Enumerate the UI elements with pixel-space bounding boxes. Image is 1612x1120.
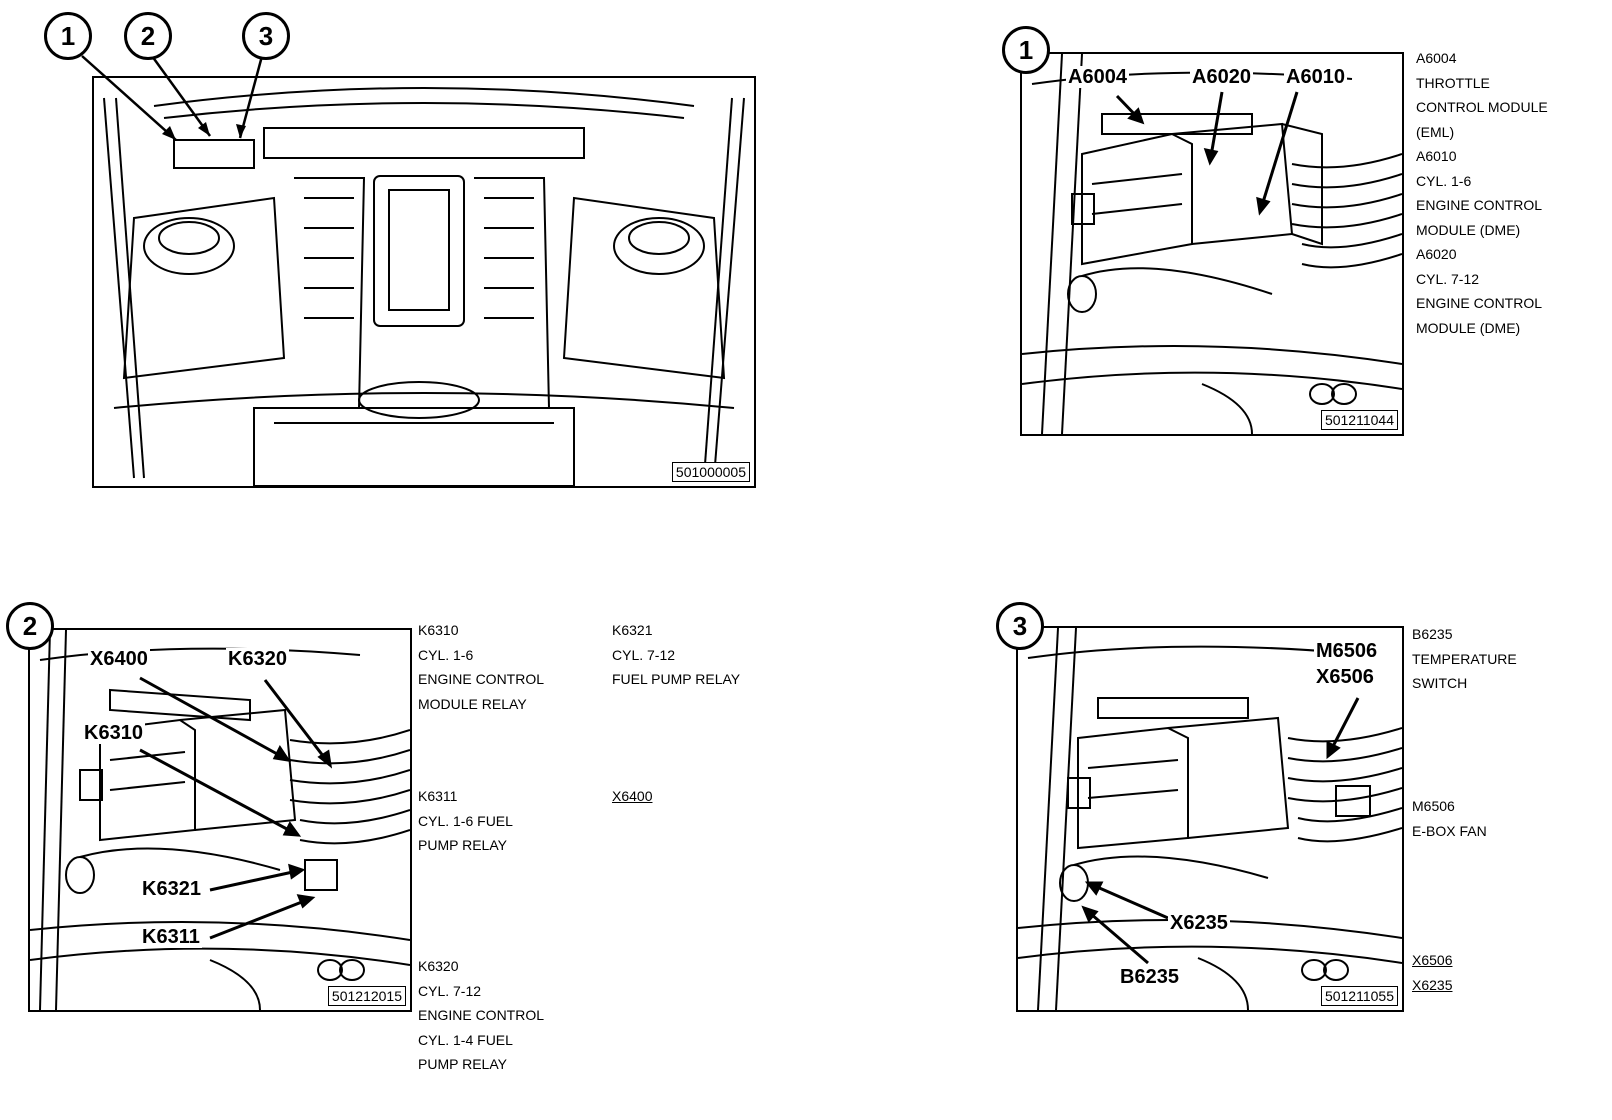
ebox-drawing-2 bbox=[30, 630, 410, 1010]
legend-line: K6321 bbox=[612, 622, 653, 638]
legend-line: MODULE (DME) bbox=[1416, 319, 1521, 336]
legend-panel-3b: M6506 E-BOX FAN bbox=[1412, 794, 1487, 843]
legend-line: CYL. 7-12 bbox=[1416, 270, 1480, 287]
legend-panel-2-col2b: X6400 bbox=[612, 784, 652, 809]
legend-line: SWITCH bbox=[1412, 675, 1468, 691]
panel-2-marker: 2 bbox=[6, 602, 54, 650]
legend-line: FUEL PUMP RELAY bbox=[612, 671, 741, 687]
detail-panel-3: M6506 X6506 X6235 B6235 501211055 bbox=[1016, 626, 1404, 1012]
legend-line: TEMPERATURE bbox=[1412, 650, 1517, 667]
legend-line: (EML) bbox=[1416, 123, 1455, 140]
legend-panel-3: B6235 TEMPERATURE SWITCH bbox=[1412, 622, 1517, 696]
legend-line: X6506 bbox=[1412, 952, 1453, 968]
engine-bay-drawing bbox=[103, 87, 745, 486]
overview-leaders bbox=[81, 55, 264, 141]
legend-line: M6506 bbox=[1412, 798, 1455, 814]
legend-line: CYL. 1-6 bbox=[418, 646, 474, 663]
callout-m6506: M6506 bbox=[1314, 640, 1380, 662]
legend-line: B6235 bbox=[1412, 626, 1453, 642]
callout-k6311: K6311 bbox=[140, 926, 202, 948]
callout-b6235: B6235 bbox=[1118, 966, 1181, 988]
legend-line: CYL. 1-6 FUEL bbox=[418, 812, 513, 829]
figure-id: 501211044 bbox=[1320, 410, 1398, 430]
callout-x6235: X6235 bbox=[1168, 912, 1230, 934]
legend-line: CYL. 7-12 bbox=[612, 646, 676, 663]
legend-line: ENGINE CONTROL bbox=[1416, 197, 1543, 213]
legend-line: K6320 bbox=[418, 958, 459, 974]
detail-panel-2: X6400 K6320 K6310 K6321 K6311 501212015 bbox=[28, 628, 412, 1012]
figure-id: 501212015 bbox=[327, 986, 406, 1006]
legend-line: A6010 bbox=[1416, 148, 1457, 164]
overview-marker-1: 1 bbox=[44, 12, 92, 60]
callout-x6400: X6400 bbox=[88, 648, 150, 670]
ebox-drawing-1 bbox=[1022, 54, 1402, 434]
legend-line: CONTROL MODULE bbox=[1416, 99, 1548, 115]
legend-line: ENGINE CONTROL bbox=[418, 671, 545, 687]
legend-panel-1: A6004 THROTTLE CONTROL MODULE (EML) A601… bbox=[1416, 46, 1548, 340]
legend-panel-2-col1: K6310 CYL. 1-6 ENGINE CONTROL MODULE REL… bbox=[418, 618, 544, 716]
legend-line: A6020 bbox=[1416, 246, 1457, 262]
legend-panel-2-col1b: K6311 CYL. 1-6 FUEL PUMP RELAY bbox=[418, 784, 513, 858]
overview-marker-3: 3 bbox=[242, 12, 290, 60]
callout-k6321: K6321 bbox=[140, 878, 203, 900]
callout-x6506: X6506 bbox=[1314, 666, 1376, 688]
legend-panel-2-col2: K6321 CYL. 7-12 FUEL PUMP RELAY bbox=[612, 618, 740, 692]
legend-line: K6310 bbox=[418, 622, 459, 638]
legend-line: X6400 bbox=[612, 788, 653, 804]
legend-line: CYL. 7-12 bbox=[418, 982, 482, 999]
detail-panel-1: A6004 A6020 A6010 501211044 bbox=[1020, 52, 1404, 436]
legend-line: X6235 bbox=[1412, 976, 1453, 993]
callout-k6320: K6320 bbox=[226, 648, 289, 670]
callout-k6310: K6310 bbox=[82, 722, 145, 744]
callout-a6004: A6004 bbox=[1066, 66, 1129, 88]
legend-line: CYL. 1-4 FUEL bbox=[418, 1031, 513, 1048]
figure-id: 501211055 bbox=[1320, 986, 1398, 1006]
legend-line: PUMP RELAY bbox=[418, 1056, 507, 1072]
legend-line: ENGINE CONTROL bbox=[1416, 295, 1543, 311]
legend-line: PUMP RELAY bbox=[418, 837, 507, 853]
legend-line: ENGINE CONTROL bbox=[418, 1007, 545, 1023]
legend-line: K6311 bbox=[418, 788, 458, 804]
legend-panel-2-col1c: K6320 CYL. 7-12 ENGINE CONTROL CYL. 1-4 … bbox=[418, 954, 544, 1077]
figure-id: 501000005 bbox=[671, 462, 750, 482]
ebox-drawing-3 bbox=[1018, 628, 1402, 1010]
legend-line: CYL. 1-6 bbox=[1416, 172, 1472, 189]
panel-3-marker: 3 bbox=[996, 602, 1044, 650]
callout-a6010: A6010 bbox=[1284, 66, 1347, 88]
legend-line: MODULE (DME) bbox=[1416, 221, 1521, 238]
overview-marker-2: 2 bbox=[124, 12, 172, 60]
engine-bay-overview: 501000005 bbox=[92, 76, 756, 488]
callout-a6020: A6020 bbox=[1190, 66, 1253, 88]
legend-line: A6004 bbox=[1416, 50, 1457, 66]
legend-line: E-BOX FAN bbox=[1412, 822, 1487, 839]
legend-line: THROTTLE bbox=[1416, 74, 1490, 91]
legend-panel-3c: X6506 X6235 bbox=[1412, 948, 1452, 997]
panel-1-marker: 1 bbox=[1002, 26, 1050, 74]
legend-line: MODULE RELAY bbox=[418, 695, 527, 712]
